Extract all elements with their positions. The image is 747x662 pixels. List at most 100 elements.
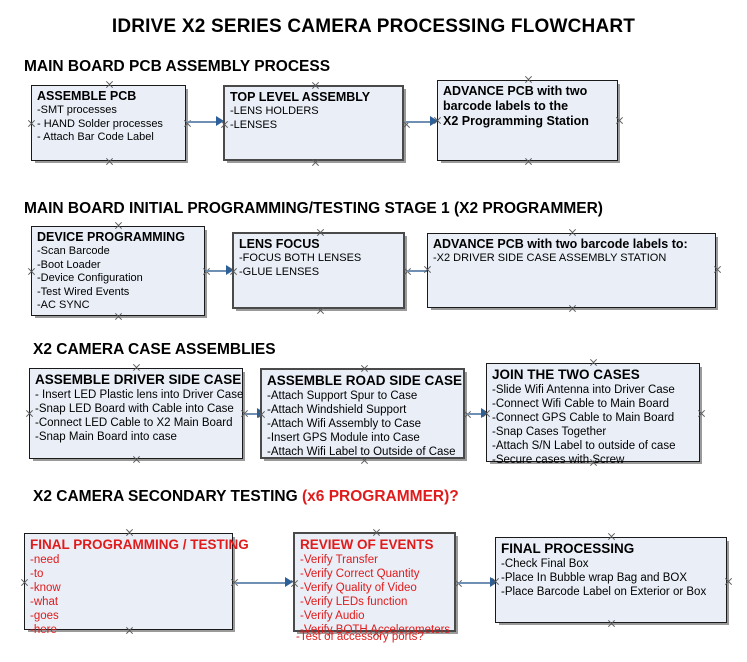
box-advance-pcb-1[interactable]: ADVANCE PCB with two barcode labels to t… <box>437 80 618 161</box>
box-line: -Place In Bubble wrap Bag and BOX <box>501 572 688 584</box>
box-line: -Attach Support Spur to Case <box>267 390 418 402</box>
connector-handle-right[interactable] <box>713 265 722 274</box>
box-line: -Slide Wifi Antenna into Driver Case <box>492 384 675 396</box>
box-line: -Boot Loader <box>37 258 101 271</box>
box-line: -Connect Wifi Cable to Main Board <box>492 398 670 410</box>
box-title: ADVANCE PCB with two barcode labels to: <box>433 237 688 251</box>
section-heading-3: X2 CAMERA CASE ASSEMBLIES <box>33 341 276 359</box>
connector-handle-left[interactable] <box>25 409 34 418</box>
arrow-assemble-to-toplevel <box>188 116 224 127</box>
box-line: -Secure cases with Screw <box>492 454 625 466</box>
box-line: -Verify LEDs function <box>300 596 408 608</box>
connector-handle-top[interactable] <box>114 221 123 230</box>
section-heading-4-text: X2 CAMERA SECONDARY TESTING <box>33 488 302 505</box>
box-line: -Attach Wifi Assembly to Case <box>267 418 422 430</box>
connector-handle-top[interactable] <box>568 228 577 237</box>
connector-handle-top[interactable] <box>316 228 325 237</box>
connector-handle-top[interactable] <box>105 80 114 89</box>
box-line: X2 Programming Station <box>443 114 589 128</box>
arrow-final-to-review <box>235 577 293 588</box>
box-line: -Attach S/N Label to outside of case <box>492 440 676 452</box>
page-title: IDRIVE X2 SERIES CAMERA PROCESSING FLOWC… <box>111 16 636 37</box>
box-title: TOP LEVEL ASSEMBLY <box>230 90 371 104</box>
arrow-review-to-final <box>458 577 498 588</box>
section-heading-1-text: MAIN BOARD PCB ASSEMBLY PROCESS <box>24 58 331 75</box>
box-line: -Insert GPS Module into Case <box>267 432 420 444</box>
box-line: -Verify Audio <box>300 610 365 622</box>
box-line: -Attach Wifi Label to Outside of Case <box>267 446 456 458</box>
connector-handle-top[interactable] <box>360 364 369 373</box>
connector-handle-top[interactable] <box>132 363 141 372</box>
connector-handle-top[interactable] <box>372 528 381 537</box>
box-join-two-cases[interactable]: JOIN THE TWO CASES -Slide Wifi Antenna i… <box>486 363 700 466</box>
connector-handle-left[interactable] <box>20 578 29 587</box>
connector-handle-top[interactable] <box>607 532 616 541</box>
box-assemble-road-side-case[interactable]: ASSEMBLE ROAD SIDE CASE -Attach Support … <box>260 368 465 459</box>
connector-handle-top[interactable] <box>589 358 598 367</box>
box-title: FINAL PROGRAMMING / TESTING <box>30 537 249 552</box>
box-line: -SMT processes <box>37 104 117 116</box>
section-heading-3-text: X2 CAMERA CASE ASSEMBLIES <box>33 341 276 358</box>
box-line: -Check Final Box <box>501 558 589 570</box>
box-title: REVIEW OF EVENTS <box>300 537 434 552</box>
connector-handle-left[interactable] <box>27 119 36 128</box>
box-title: ASSEMBLE DRIVER SIDE CASE <box>35 372 242 387</box>
box-line: - Insert LED Plastic lens into Driver Ca… <box>35 389 244 401</box>
connector-handle-bottom[interactable] <box>114 312 123 321</box>
box-line: -to <box>30 568 44 580</box>
box-title: DEVICE PROGRAMMING <box>37 230 185 244</box>
box-assemble-pcb[interactable]: ASSEMBLE PCB -SMT processes - HAND Solde… <box>31 85 186 161</box>
box-line: -FOCUS BOTH LENSES <box>239 252 362 264</box>
connector-handle-top[interactable] <box>125 528 134 537</box>
box-final-processing[interactable]: FINAL PROCESSING -Check Final Box -Place… <box>495 537 727 623</box>
box-line: -Test Wired Events <box>37 285 130 298</box>
box-line: -Device Configuration <box>37 272 143 284</box>
connector-handle-bottom[interactable] <box>105 157 114 166</box>
box-line: -LENS HOLDERS <box>230 105 319 117</box>
box-final-programming-testing[interactable]: FINAL PROGRAMMING / TESTING -need -to -k… <box>24 533 249 636</box>
connector-handle-bottom[interactable] <box>524 157 533 166</box>
arrow-toplevel-to-advance <box>406 116 438 127</box>
connector-handle-top[interactable] <box>311 81 320 90</box>
box-line: -Snap Cases Together <box>492 426 607 438</box>
box-title: ASSEMBLE PCB <box>37 89 137 103</box>
box-device-programming[interactable]: DEVICE PROGRAMMING -Scan Barcode -Boot L… <box>31 226 205 316</box>
box-line: -Verify Quality of Video <box>300 582 417 594</box>
connector-handle-bottom[interactable] <box>316 306 325 315</box>
connector-handle-bottom[interactable] <box>607 619 616 628</box>
connector-handle-left[interactable] <box>27 267 36 276</box>
connector-handle-right[interactable] <box>724 577 733 586</box>
box-line: -Connect LED Cable to X2 Main Board <box>35 417 233 429</box>
box-line: -Verify Transfer <box>300 554 378 566</box>
box-line: -what <box>30 596 59 608</box>
box-assemble-driver-side-case[interactable]: ASSEMBLE DRIVER SIDE CASE - Insert LED P… <box>29 368 243 459</box>
connector-handle-bottom[interactable] <box>568 304 577 313</box>
connector-handle-bottom[interactable] <box>132 455 141 464</box>
box-line: - HAND Solder processes <box>37 117 163 130</box>
box-line: -Verify BOTH Accelerometers <box>300 624 451 636</box>
box-review-of-events[interactable]: REVIEW OF EVENTS -Verify Transfer -Verif… <box>293 532 456 636</box>
section-heading-4: X2 CAMERA SECONDARY TESTING (x6 PROGRAMM… <box>33 488 459 506</box>
box-title: ASSEMBLE ROAD SIDE CASE <box>267 373 463 388</box>
connector-handle-bottom[interactable] <box>311 158 320 167</box>
box-advance-pcb-2[interactable]: ADVANCE PCB with two barcode labels to: … <box>427 233 716 308</box>
box-line: -Connect GPS Cable to Main Board <box>492 412 675 424</box>
box-line: -Place Barcode Label on Exterior or Box <box>501 586 707 598</box>
connector-handle-top[interactable] <box>524 75 533 84</box>
box-line: -LENSES <box>230 118 278 131</box>
section-heading-4-suffix: (x6 PROGRAMMER)? <box>302 488 459 505</box>
arrow-device-to-lensfocus <box>206 265 234 276</box>
section-heading-2-text: MAIN BOARD INITIAL PROGRAMMING/TESTING S… <box>24 200 603 217</box>
section-heading-1: MAIN BOARD PCB ASSEMBLY PROCESS <box>24 58 330 76</box>
box-line: -Scan Barcode <box>37 245 110 257</box>
connector-handle-right[interactable] <box>615 116 624 125</box>
box-line: -need <box>30 554 60 566</box>
box-line: -here <box>30 624 57 636</box>
box-lens-focus[interactable]: LENS FOCUS -FOCUS BOTH LENSES -GLUE LENS… <box>232 232 405 309</box>
box-line: -GLUE LENSES <box>239 265 320 278</box>
arrow-road-to-join <box>467 408 489 419</box>
box-line: -Snap Main Board into case <box>35 431 177 443</box>
connector-handle-right[interactable] <box>697 409 706 418</box>
box-top-level-assembly[interactable]: TOP LEVEL ASSEMBLY -LENS HOLDERS -LENSES <box>223 85 404 161</box>
